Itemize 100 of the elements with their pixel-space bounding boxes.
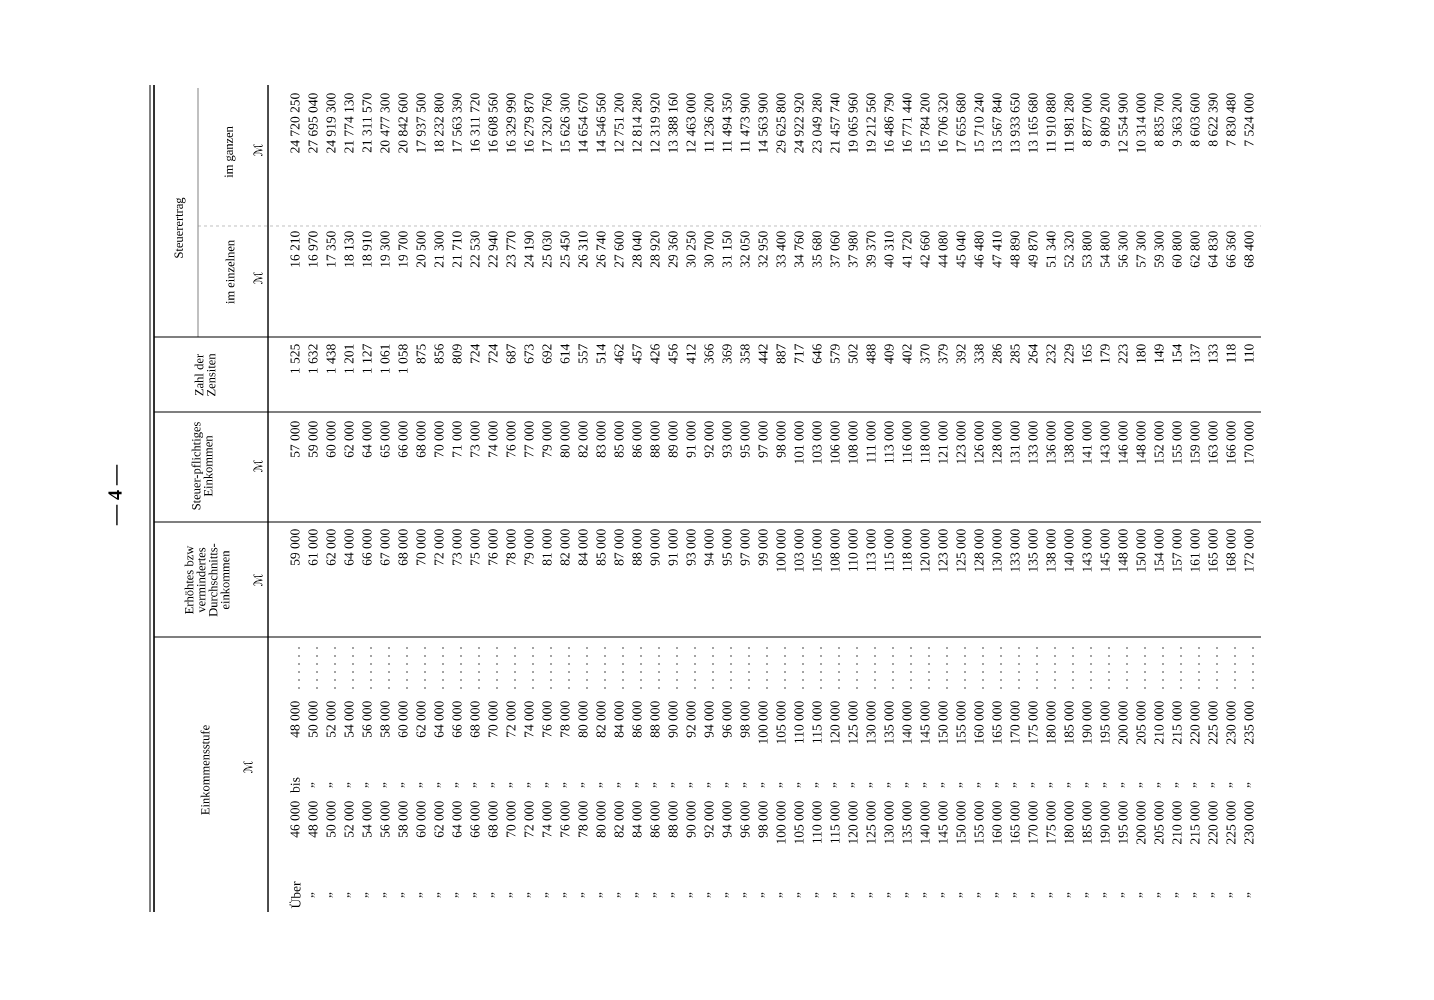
range-word: „ (617, 892, 621, 898)
table-value: 457 (632, 344, 642, 364)
table-value: 73 000 (452, 529, 462, 565)
table-value: 16 210 (290, 231, 300, 267)
table-value: 45 040 (956, 231, 966, 268)
table-value: 12 463 000 (686, 93, 696, 153)
table-value: 154 (1172, 343, 1182, 363)
column-header: im einzelnen (225, 240, 235, 304)
income-bound: 210 000 (1172, 801, 1182, 844)
table-value: 514 (596, 343, 606, 364)
range-word: „ (365, 782, 369, 788)
income-bound: 70 000 (488, 701, 498, 737)
income-bound: 56 000 (362, 701, 372, 738)
table-value: 18 910 (362, 231, 372, 267)
range-word: „ (689, 782, 693, 788)
range-word: „ (311, 782, 315, 788)
unit-sign: ℳ (253, 460, 263, 473)
table-value: 152 000 (1154, 421, 1164, 464)
table-value: 66 000 (398, 421, 408, 458)
range-word: „ (473, 782, 477, 788)
income-bound: 115 000 (830, 801, 840, 843)
table-value: 121 000 (938, 421, 948, 464)
range-word: „ (1031, 782, 1035, 788)
income-bound: 105 000 (794, 801, 804, 844)
table-value: 145 000 (1100, 529, 1110, 572)
table-value: 13 933 650 (1010, 93, 1020, 153)
range-word: „ (383, 892, 387, 898)
table-value: 16 608 560 (488, 93, 498, 153)
table-value: 8 603 600 (1190, 93, 1200, 147)
range-word: „ (797, 782, 801, 788)
range-word: „ (635, 782, 639, 788)
income-bound: 90 000 (668, 701, 678, 738)
table-value: 138 000 (1046, 529, 1056, 572)
range-word: „ (1139, 892, 1143, 898)
table-value: 66 360 (1226, 231, 1236, 268)
range-word: „ (401, 892, 405, 898)
table-value: 412 (686, 344, 696, 364)
range-word: „ (671, 892, 675, 898)
range-word: Über (289, 881, 301, 909)
table-value: 110 000 (848, 529, 858, 571)
table-value: 41 720 (902, 231, 912, 268)
income-bound: 60 000 (416, 801, 426, 838)
range-word: „ (941, 782, 945, 788)
table-value: 11 494 350 (722, 93, 732, 152)
income-bound: 82 000 (596, 701, 606, 738)
range-word: „ (1067, 782, 1071, 788)
range-word: „ (581, 892, 585, 898)
income-bound: 110 000 (794, 701, 804, 743)
table-value: 392 (956, 344, 966, 364)
table-value: 11 236 200 (704, 93, 714, 152)
table-value: 23 770 (506, 231, 516, 268)
income-bound: 175 000 (1046, 801, 1056, 844)
table-value: 15 710 240 (974, 93, 984, 153)
range-word: „ (1121, 892, 1125, 898)
table-value: 90 000 (650, 529, 660, 566)
income-bound: 205 000 (1136, 701, 1146, 744)
table-value: 16 486 790 (884, 93, 894, 153)
income-bound: 98 000 (758, 801, 768, 838)
range-word: „ (761, 782, 765, 788)
range-word: „ (959, 892, 963, 898)
table-value: 157 000 (1172, 529, 1182, 572)
table-value: 16 771 440 (902, 93, 912, 153)
range-word: „ (1031, 892, 1035, 898)
income-bound: 48 000 (290, 701, 300, 738)
table-value: 24 919 300 (326, 93, 336, 153)
table-value: 106 000 (830, 421, 840, 464)
table-value: 61 000 (308, 529, 318, 566)
range-word: „ (1247, 782, 1251, 788)
table-value: 32 050 (740, 231, 750, 268)
table-value: 17 320 760 (542, 93, 552, 153)
table-value: 120 000 (920, 529, 930, 572)
income-bound: 170 000 (1028, 801, 1038, 844)
income-bound: 66 000 (452, 701, 462, 738)
table-value: 14 546 560 (596, 93, 606, 153)
table-value: 59 000 (308, 421, 318, 458)
income-bound: 84 000 (632, 801, 642, 838)
table-value: 47 410 (992, 231, 1002, 268)
range-word: „ (617, 782, 621, 788)
table-value: 57 300 (1136, 231, 1146, 268)
table-value: 67 000 (380, 529, 390, 566)
table-value: 358 (740, 344, 750, 364)
table-value: 27 600 (614, 231, 624, 268)
income-bound: 68 000 (470, 701, 480, 738)
income-bound: 98 000 (740, 701, 750, 738)
table-value: 39 370 (866, 231, 876, 268)
table-value: 7 830 480 (1226, 93, 1236, 146)
table-value: 48 890 (1010, 231, 1020, 268)
table-value: 154 000 (1154, 529, 1164, 572)
table-value: 673 (524, 344, 534, 364)
range-word: „ (1211, 892, 1215, 898)
table-value: 17 563 390 (452, 93, 462, 153)
table-value: 10 314 000 (1136, 93, 1146, 153)
table-value: 44 080 (938, 231, 948, 268)
unit-sign: ℳ (253, 574, 263, 587)
range-word: „ (977, 782, 981, 788)
table-value: 143 000 (1082, 529, 1092, 572)
range-word: „ (689, 892, 693, 898)
income-bound: 100 000 (776, 801, 786, 844)
income-bound: 76 000 (560, 801, 570, 837)
income-bound: 200 000 (1136, 801, 1146, 844)
